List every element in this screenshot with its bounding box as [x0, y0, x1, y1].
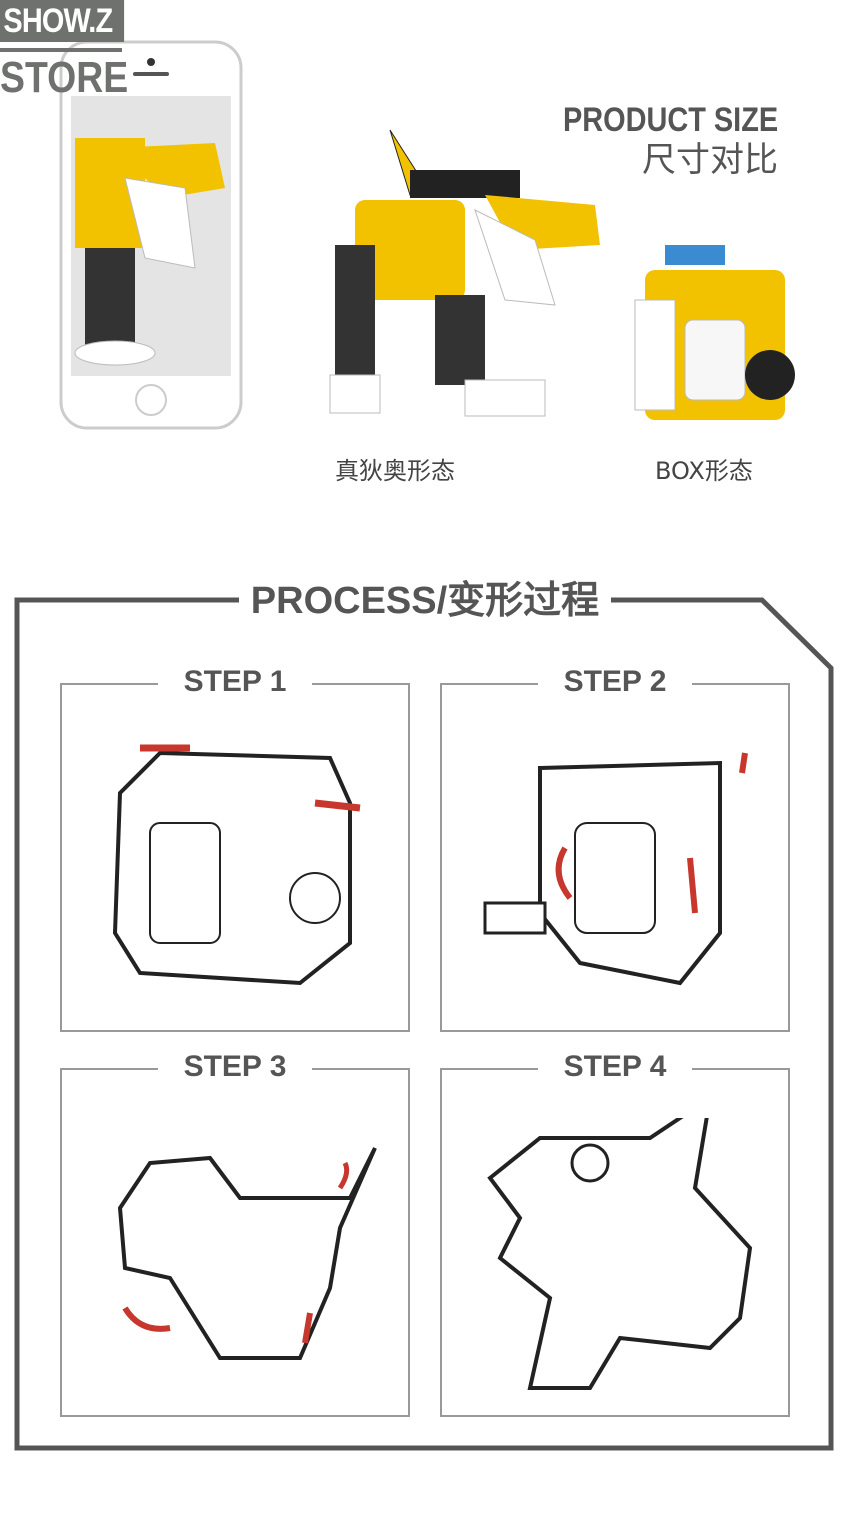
step-2-illustration	[483, 752, 748, 986]
step-2-panel: STEP 2	[440, 665, 790, 1032]
step-4-panel: STEP 4	[440, 1050, 790, 1417]
product-size-heading: PRODUCT SIZE 尺寸对比	[525, 100, 778, 180]
process-title: PROCESS/变形过程	[0, 578, 850, 624]
logo-line1: SHOW.Z	[0, 0, 125, 42]
phone-comparison-image	[59, 40, 243, 430]
dino-form-caption: 真狄奥形态	[335, 457, 455, 485]
step-3-illustration	[117, 1147, 377, 1360]
box-form-image	[634, 245, 795, 420]
step-4-label: STEP 4	[537, 1050, 693, 1083]
step-4-illustration	[487, 1118, 753, 1390]
step-1-panel: STEP 1	[60, 665, 410, 1032]
step-1-label: STEP 1	[157, 665, 313, 698]
step-2-label: STEP 2	[537, 665, 693, 698]
step-3-panel: STEP 3	[60, 1050, 410, 1417]
process-frame	[14, 597, 834, 1451]
step-1-illustration	[112, 744, 361, 986]
product-size-title: PRODUCT SIZE	[562, 101, 778, 139]
logo-divider	[0, 48, 122, 52]
step-3-label: STEP 3	[157, 1050, 313, 1083]
product-size-subtitle: 尺寸对比	[642, 140, 778, 180]
box-form-caption: BOX形态	[655, 457, 753, 485]
logo-line2: STORE	[0, 53, 129, 102]
store-logo: SHOW.Z STORE	[0, 0, 129, 102]
dino-form-image	[329, 129, 600, 417]
process-title-text: PROCESS/变形过程	[238, 580, 612, 622]
